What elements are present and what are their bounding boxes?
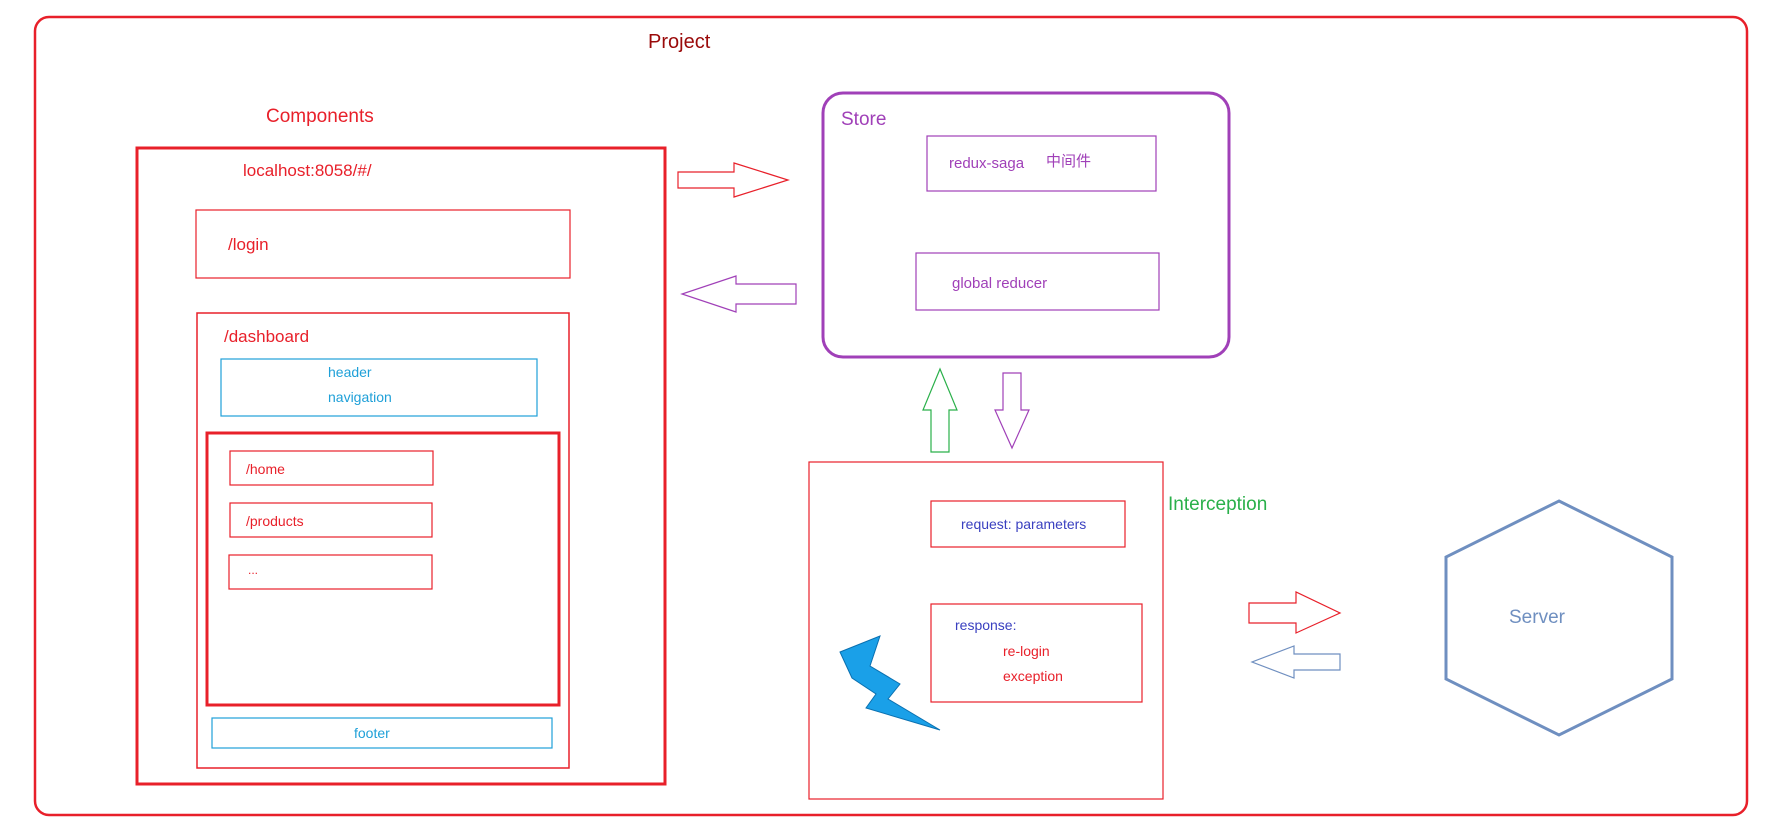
server-hexagon <box>1444 499 1674 737</box>
login-route-box <box>195 209 571 279</box>
arrow-components-to-store <box>677 162 790 198</box>
route-products-label: /products <box>246 513 304 529</box>
request-box <box>930 500 1126 548</box>
route-home-box <box>229 450 434 486</box>
middleware-note: 中间件 <box>1046 153 1091 170</box>
request-label: request: parameters <box>961 516 1086 532</box>
route-products-box <box>229 502 433 538</box>
arrow-store-to-interception <box>994 372 1030 450</box>
project-frame <box>33 15 1749 817</box>
interception-frame <box>808 461 1164 800</box>
global-reducer-label: global reducer <box>952 275 1047 292</box>
navigation-label: navigation <box>328 389 392 405</box>
lightning-icon <box>839 635 941 731</box>
footer-box <box>211 717 553 749</box>
route-more-label: ... <box>248 563 258 577</box>
components-title: Components <box>266 106 374 127</box>
arrow-store-to-components <box>680 275 797 313</box>
route-home-label: /home <box>246 461 285 477</box>
components-url: localhost:8058/#/ <box>243 161 372 180</box>
redux-saga-label: redux-saga <box>949 155 1025 172</box>
response-box <box>930 603 1143 703</box>
response-relogin: re-login <box>1003 643 1050 659</box>
response-exception: exception <box>1003 668 1063 684</box>
header-label: header <box>328 364 372 380</box>
store-frame <box>821 91 1231 359</box>
dashboard-label: /dashboard <box>224 327 309 346</box>
response-label: response: <box>955 617 1016 633</box>
arrow-interception-to-server <box>1248 591 1342 634</box>
footer-label: footer <box>354 725 390 741</box>
dashboard-box <box>196 312 570 769</box>
project-title: Project <box>648 31 711 53</box>
route-more-box <box>228 554 433 590</box>
header-navigation-box <box>220 358 538 417</box>
arrow-server-to-interception <box>1250 645 1341 679</box>
global-reducer-box <box>915 252 1160 311</box>
interception-title: Interception <box>1168 494 1267 515</box>
login-route-label: /login <box>228 235 269 254</box>
store-title: Store <box>841 109 886 130</box>
arrow-interception-to-store <box>922 367 958 453</box>
routes-container <box>205 431 561 707</box>
redux-saga-box <box>926 135 1157 192</box>
components-frame <box>135 146 667 786</box>
server-label: Server <box>1509 607 1566 628</box>
